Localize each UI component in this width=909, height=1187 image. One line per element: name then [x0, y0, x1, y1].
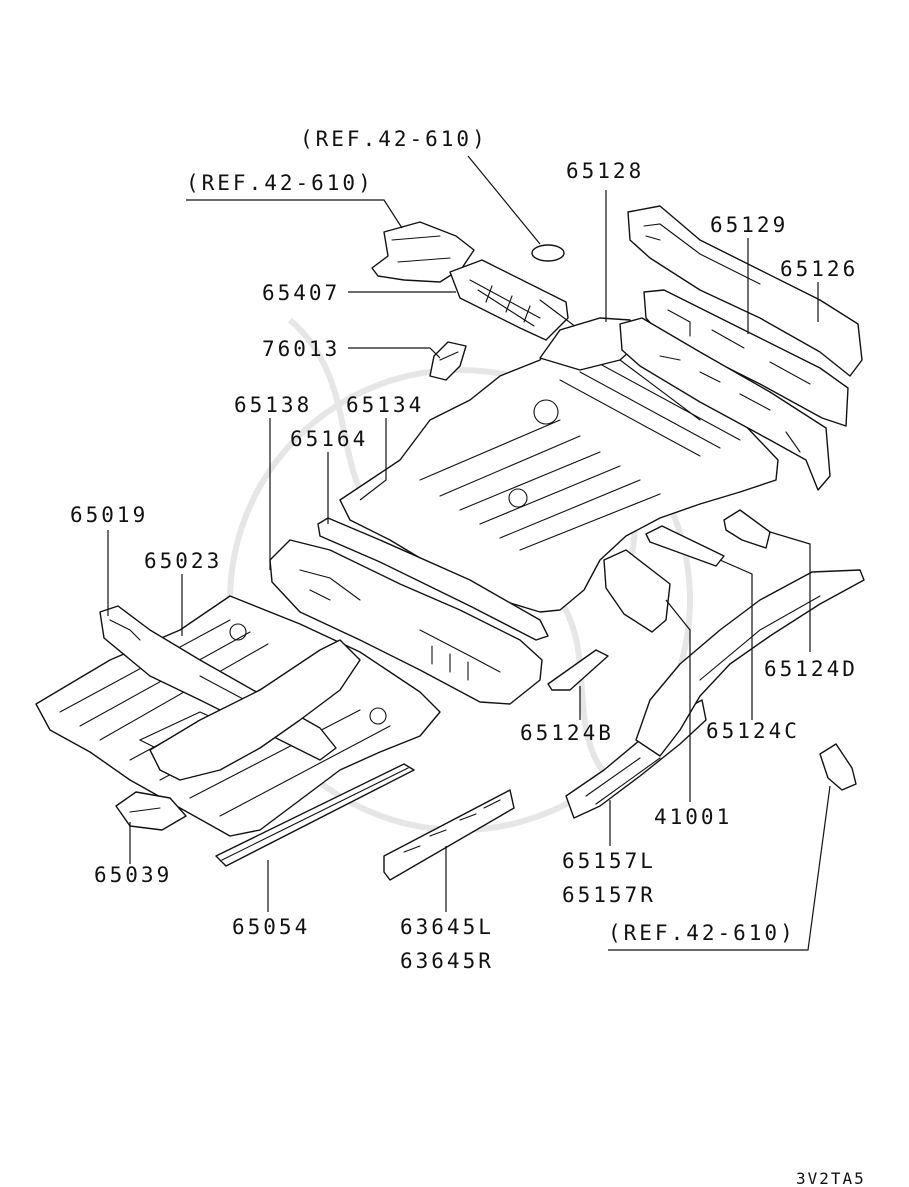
ref-part-pad-top	[371, 221, 475, 283]
callout-65128: 65128	[566, 159, 644, 183]
callout-65157L: 65157L	[562, 849, 656, 873]
callout-65124D: 65124D	[764, 657, 858, 681]
callout-41001: 41001	[654, 805, 732, 829]
callout-65023: 65023	[144, 549, 222, 573]
callout-63645L: 63645L	[400, 915, 494, 939]
callout-65054: 65054	[232, 915, 310, 939]
callout-65138: 65138	[234, 393, 312, 417]
leader-lines	[107, 155, 831, 951]
callout-65124C: 65124C	[706, 719, 800, 743]
rear-cross-member	[619, 317, 831, 491]
part-65124C	[645, 525, 725, 567]
callout-65157R: 65157R	[562, 883, 656, 907]
callout-ref-left: (REF.42-610)	[186, 171, 374, 195]
rear-side-frame	[635, 569, 865, 757]
part-65124B	[547, 649, 609, 691]
part-65407	[449, 259, 569, 341]
callout-65134: 65134	[346, 393, 424, 417]
callout-ref-top: (REF.42-610)	[300, 127, 488, 151]
part-65124D	[723, 509, 771, 549]
callout-65407: 65407	[262, 281, 340, 305]
part-65126	[627, 205, 863, 377]
callout-65164: 65164	[290, 427, 368, 451]
part-76013	[429, 341, 467, 381]
ref-part-plug	[531, 244, 565, 262]
callout-63645R: 63645R	[400, 949, 494, 973]
callout-ref-bottom: (REF.42-610)	[608, 921, 796, 945]
part-41001	[603, 549, 671, 633]
callout-76013: 76013	[262, 337, 340, 361]
floor-tunnel	[149, 639, 361, 781]
part-65164	[317, 517, 549, 641]
callout-65019: 65019	[70, 503, 148, 527]
callout-65126: 65126	[780, 257, 858, 281]
ref-part-bottom	[819, 743, 857, 791]
callout-65129: 65129	[710, 213, 788, 237]
part-65138	[269, 539, 543, 705]
callout-65039: 65039	[94, 863, 172, 887]
part-63645	[383, 789, 515, 881]
diagram-code: 3V2TA5	[796, 1169, 866, 1187]
callout-65124B: 65124B	[520, 721, 614, 745]
